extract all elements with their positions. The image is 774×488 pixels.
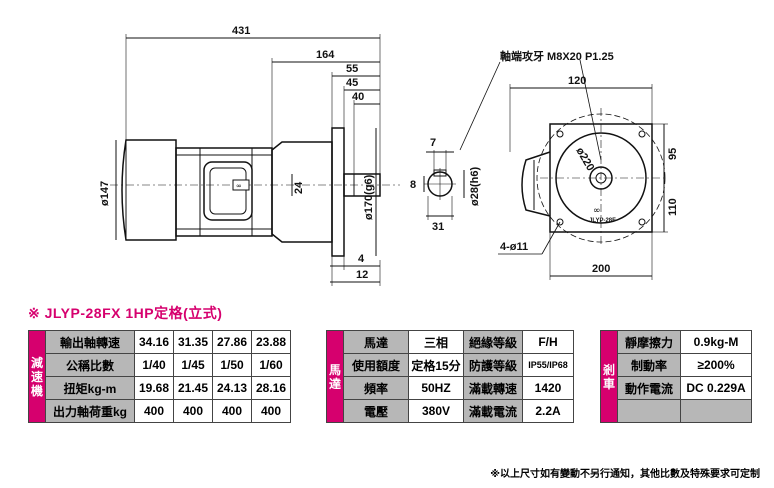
reducer-cell: 1/45 <box>173 353 213 377</box>
reducer-cell: 400 <box>212 399 252 423</box>
reducer-label: 公稱比數 <box>45 353 135 377</box>
brake-label: 靜摩擦力 <box>617 330 681 354</box>
front-label-plate: JLYP-28F <box>589 218 616 224</box>
reducer-cell: 19.68 <box>134 376 174 400</box>
dim-shaft-diameter: ø28(h6) <box>469 167 481 206</box>
motor-side-label: 馬達 <box>326 330 344 423</box>
brake-side-label: 剎車 <box>600 330 618 423</box>
motor-value: IP55/IP68 <box>522 353 574 377</box>
brake-spec-table: 剎車 靜摩擦力 0.9kg-M 制動率 ≥200% 動作電流 DC 0.229A <box>600 330 752 423</box>
dim-overall-length: 431 <box>232 25 250 37</box>
dim-front-upper-height: 95 <box>667 148 679 160</box>
dim-shaft-base: 45 <box>346 77 358 89</box>
reducer-cell: 28.16 <box>251 376 291 400</box>
brand-logo-plate <box>232 179 250 191</box>
motor-label: 電壓 <box>343 399 409 423</box>
motor-value: 三相 <box>408 330 464 354</box>
dim-fan-diameter: ø147 <box>99 181 111 206</box>
dim-front-bottom-width: 200 <box>592 263 610 275</box>
dim-spigot-diameter: ø170(g6) <box>363 174 375 220</box>
brake-value: DC 0.229A <box>680 376 752 400</box>
reducer-spec-table: 減速機 輸出軸轉速 34.16 31.35 27.86 23.88 公稱比數 1… <box>28 330 291 423</box>
brake-empty-cell <box>617 399 681 423</box>
brand-logo-mark: ∞ <box>236 182 242 190</box>
motor-label: 絕緣等級 <box>463 330 523 354</box>
motor-label: 滿載電流 <box>463 399 523 423</box>
reducer-cell: 1/40 <box>134 353 174 377</box>
motor-value: 定格15分 <box>408 353 464 377</box>
reducer-label: 出力軸荷重kg <box>45 399 135 423</box>
dim-shaft-offset: 24 <box>293 181 305 194</box>
motor-label: 頻率 <box>343 376 409 400</box>
dim-front-pcd: ø220 <box>573 146 596 174</box>
motor-value: F/H <box>522 330 574 354</box>
dim-flange-thickness: 4 <box>358 253 365 265</box>
dim-mount-holes: 4-ø11 <box>500 241 528 253</box>
motor-label: 馬達 <box>343 330 409 354</box>
reducer-side-label: 減速機 <box>28 330 46 423</box>
dimension-drawing: ∞ ∞ JLYP-28F 431 164 55 45 40 ø147 24 ø1… <box>99 25 679 286</box>
footnote: ※以上尺寸如有變動不另行通知，其他比數及特殊要求可定制 <box>490 469 760 480</box>
dim-key-width: 7 <box>430 137 436 149</box>
brake-empty-cell <box>680 399 752 423</box>
motor-label: 使用額度 <box>343 353 409 377</box>
reducer-cell: 400 <box>251 399 291 423</box>
front-logo-mark: ∞ <box>593 206 601 216</box>
dim-front-lower-height: 110 <box>667 198 679 216</box>
reducer-label: 扭矩kg-m <box>45 376 135 400</box>
reducer-cell: 21.45 <box>173 376 213 400</box>
dim-front-top-width: 120 <box>568 75 586 87</box>
dim-shaft-length: 40 <box>352 91 364 103</box>
reducer-cell: 400 <box>173 399 213 423</box>
brake-value: ≥200% <box>680 353 752 377</box>
reducer-cell: 23.88 <box>251 330 291 354</box>
reducer-cell: 1/60 <box>251 353 291 377</box>
brake-label: 動作電流 <box>617 376 681 400</box>
model-title: ※ JLYP-28FX 1HP定格(立式) <box>28 305 223 321</box>
reducer-cell: 27.86 <box>212 330 252 354</box>
reducer-cell: 1/50 <box>212 353 252 377</box>
reducer-cell: 31.35 <box>173 330 213 354</box>
dim-key-depth: 8 <box>410 179 416 191</box>
motor-spec-table: 馬達 馬達 三相 絕緣等級 F/H 使用額度 定格15分 防護等級 IP55/I… <box>326 330 574 423</box>
brake-value: 0.9kg-M <box>680 330 752 354</box>
dim-key-height: 31 <box>432 221 444 233</box>
shaft-thread-note: 軸端攻牙 M8X20 P1.25 <box>500 49 614 63</box>
reducer-label: 輸出軸轉速 <box>45 330 135 354</box>
reducer-cell: 400 <box>134 399 174 423</box>
motor-value: 2.2A <box>522 399 574 423</box>
motor-value: 1420 <box>522 376 574 400</box>
motor-label: 防護等級 <box>463 353 523 377</box>
dim-gearbox-length: 164 <box>316 49 335 61</box>
dim-flange-offset: 55 <box>346 63 358 75</box>
brake-label: 制動率 <box>617 353 681 377</box>
motor-value: 380V <box>408 399 464 423</box>
dim-spigot-length: 12 <box>356 269 368 281</box>
motor-value: 50HZ <box>408 376 464 400</box>
motor-label: 滿載轉速 <box>463 376 523 400</box>
reducer-cell: 34.16 <box>134 330 174 354</box>
reducer-cell: 24.13 <box>212 376 252 400</box>
